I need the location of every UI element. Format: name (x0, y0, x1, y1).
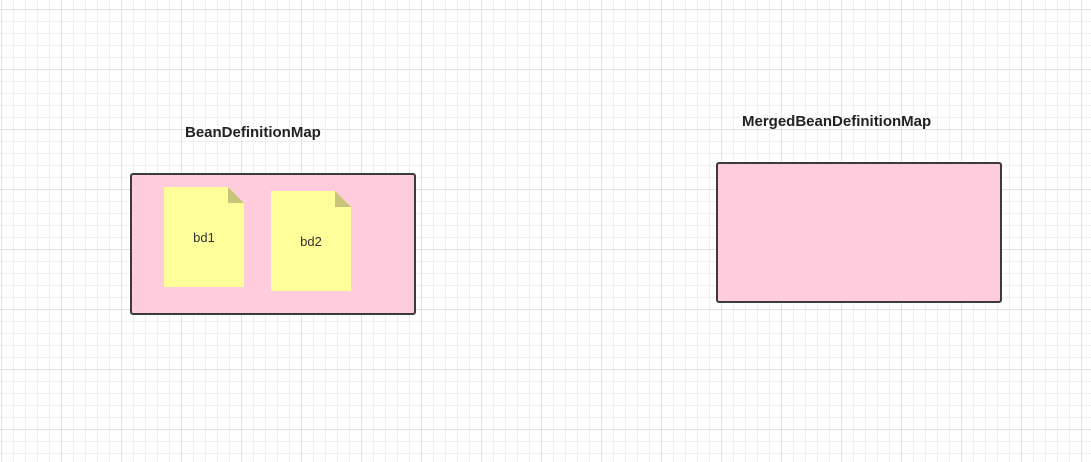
bd2-label: bd2 (300, 234, 322, 249)
bean-definition-map-box[interactable]: bd1 bd2 (130, 173, 416, 315)
merged-bean-definition-map-box[interactable] (716, 162, 1002, 303)
bd1-document-icon[interactable] (164, 187, 246, 289)
bd1-label: bd1 (193, 230, 215, 245)
merged-bean-definition-map-title: MergedBeanDefinitionMap (742, 113, 932, 130)
bean-definition-map-title: BeanDefinitionMap (185, 124, 321, 141)
bd2-document-icon[interactable] (271, 191, 353, 293)
